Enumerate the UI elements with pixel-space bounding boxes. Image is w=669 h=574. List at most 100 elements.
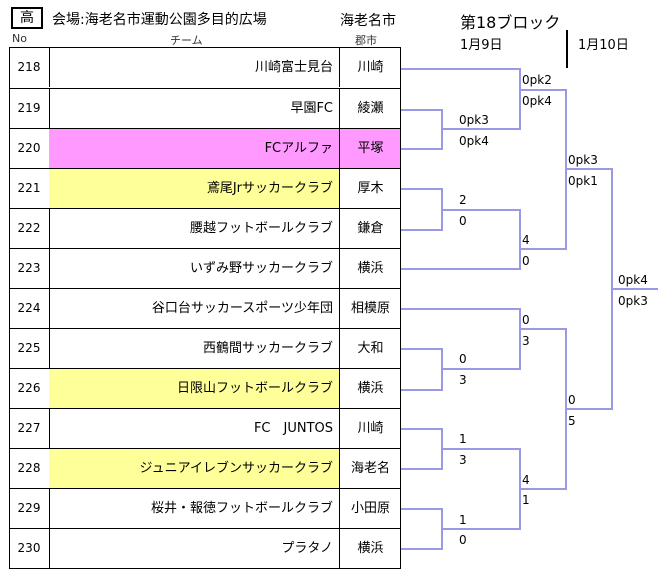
score-225-226-bottom: 3 (459, 373, 467, 387)
team-name: いずみ野サッカークラブ (49, 249, 340, 288)
team-city: 川崎 (357, 60, 384, 75)
date-divider (566, 30, 568, 68)
team-number: 219 (9, 89, 50, 128)
score-218-round2-top: 0pk2 (522, 73, 552, 87)
team-city: 厚木 (357, 181, 384, 196)
team-city: 海老名 (350, 461, 390, 476)
bracket-line (401, 188, 442, 190)
team-number: 223 (9, 249, 50, 288)
bracket-line (401, 109, 442, 111)
bracket-line (519, 68, 521, 130)
team-number: 218 (9, 48, 50, 87)
grade-badge: 高 (11, 7, 43, 29)
team-name: FC JUNTOS (49, 409, 340, 448)
bracket-line (612, 288, 658, 290)
score-223-round2-top: 4 (522, 233, 530, 247)
score-final-top: 0pk4 (618, 273, 648, 287)
score-227-228-bottom: 3 (459, 453, 467, 467)
bracket-line (520, 89, 566, 91)
bracket-line (401, 229, 442, 231)
column-header-city: 郡市 (355, 34, 377, 47)
bracket-line (520, 248, 566, 250)
score-219-220-bottom: 0pk4 (459, 134, 489, 148)
team-name: 日限山フットボールクラブ (49, 369, 340, 408)
bracket-line (442, 448, 520, 450)
bracket-line (401, 68, 521, 70)
team-number: 225 (9, 329, 50, 368)
score-semi2-top: 0 (568, 393, 576, 407)
team-name: 早園FC (49, 89, 340, 128)
score-lower-round2-bottom: 1 (522, 493, 530, 507)
bracket-line (442, 128, 520, 130)
bracket-line (401, 548, 442, 550)
score-229-230-bottom: 0 (459, 533, 467, 547)
team-city: 相模原 (350, 301, 390, 316)
bracket-line (519, 209, 521, 270)
bracket-line (442, 209, 520, 211)
team-city: 横浜 (357, 541, 384, 556)
team-city: 横浜 (357, 381, 384, 396)
team-city: 大和 (357, 341, 384, 356)
score-224-round2-bottom: 3 (522, 334, 530, 348)
column-header-no: No (12, 32, 27, 45)
score-224-round2-top: 0 (522, 313, 530, 327)
score-221-222-top: 2 (459, 193, 467, 207)
team-name: 腰越フットボールクラブ (49, 209, 340, 248)
team-city: 横浜 (357, 261, 384, 276)
score-semi2-bottom: 5 (568, 414, 576, 428)
bracket-line (401, 468, 442, 470)
bracket-line (520, 488, 566, 490)
team-number: 227 (9, 409, 50, 448)
team-name: 谷口台サッカースポーツ少年団 (49, 289, 340, 328)
bracket-line (566, 408, 612, 410)
team-number: 222 (9, 209, 50, 248)
score-semi1-top: 0pk3 (568, 153, 598, 167)
score-223-round2-bottom: 0 (522, 254, 530, 268)
bracket-line (401, 148, 442, 150)
score-219-220-top: 0pk3 (459, 113, 489, 127)
score-lower-round2-top: 4 (522, 473, 530, 487)
bracket-line (401, 348, 442, 350)
team-number: 224 (9, 289, 50, 328)
team-city: 平塚 (340, 129, 401, 168)
score-225-226-top: 0 (459, 352, 467, 366)
bracket-line (401, 428, 442, 430)
team-name: 川崎富士見台 (49, 48, 340, 87)
team-city: 川崎 (357, 421, 384, 436)
bracket-line (520, 328, 566, 330)
team-name: 西鶴間サッカークラブ (49, 329, 340, 368)
bracket-line (401, 389, 442, 391)
venue-label: 会場:海老名市運動公園多目的広場 (52, 12, 267, 28)
team-city: 小田原 (350, 501, 390, 516)
team-name: 鳶尾Jrサッカークラブ (49, 169, 340, 208)
team-name: ジュニアイレブンサッカークラブ (49, 449, 340, 488)
block-title: 第18ブロック (460, 13, 561, 32)
date-day1: 1月9日 (460, 38, 503, 53)
score-semi1-bottom: 0pk1 (568, 174, 598, 188)
bracket-line (442, 528, 520, 530)
bracket-line (401, 308, 521, 310)
host-city-label: 海老名市 (340, 13, 396, 29)
score-229-230-top: 1 (459, 513, 467, 527)
team-city: 綾瀬 (357, 101, 384, 116)
score-218-round2-bottom: 0pk4 (522, 94, 552, 108)
team-name: プラタノ (49, 529, 340, 568)
score-final-bottom: 0pk3 (618, 294, 648, 308)
bracket-line (401, 508, 442, 510)
team-name: FCアルファ (49, 129, 340, 168)
bracket-line (566, 168, 612, 170)
score-221-222-bottom: 0 (459, 214, 467, 228)
team-number: 229 (9, 489, 50, 528)
bracket-line (519, 308, 521, 370)
